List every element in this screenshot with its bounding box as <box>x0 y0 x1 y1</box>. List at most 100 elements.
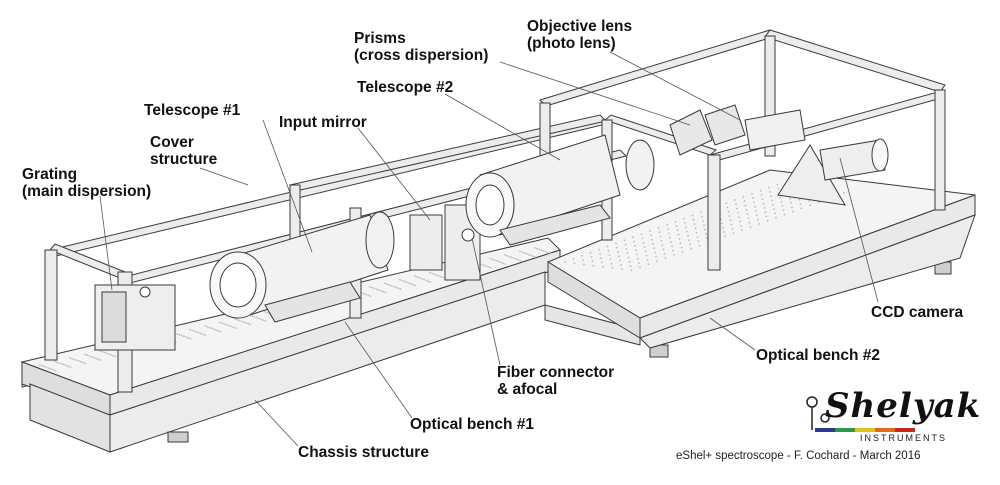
bench-hole <box>50 368 52 370</box>
bench-hole <box>80 361 82 363</box>
bench-hole <box>99 359 102 361</box>
bench-hole <box>90 355 93 358</box>
label-objective-lens: Objective lens (photo lens) <box>527 18 633 52</box>
bench-hole <box>817 201 820 204</box>
bench-hole <box>549 252 552 255</box>
bench-hole <box>668 232 670 235</box>
bench-hole <box>688 239 690 242</box>
bench-hole <box>107 353 110 355</box>
bench-hole <box>67 365 70 368</box>
bench-hole <box>609 258 612 261</box>
bench-hole <box>692 218 695 221</box>
bench-hole <box>547 251 550 254</box>
bench-hole <box>629 265 632 267</box>
bench-hole <box>690 247 692 250</box>
bench-hole <box>495 260 498 262</box>
bench-hole <box>663 252 666 255</box>
bench-hole <box>204 334 207 336</box>
bench-hole <box>808 200 810 202</box>
bench-hole <box>685 226 687 229</box>
bench-hole <box>741 229 743 232</box>
bench-hole <box>521 251 524 254</box>
logo-name: Shelyak <box>825 386 982 426</box>
bench-hole <box>200 332 202 335</box>
bench-hole <box>234 318 236 320</box>
bench-hole <box>534 247 536 249</box>
label-telescope-2: Telescope #2 <box>357 79 454 96</box>
bench-hole <box>756 214 758 217</box>
objective-lens <box>744 109 806 151</box>
bench-hole <box>749 226 752 228</box>
bench-hole <box>581 254 583 257</box>
label-fiber-connector: Fiber connector & afocal <box>497 364 615 398</box>
bench-hole <box>429 281 432 283</box>
bench-hole <box>399 288 402 290</box>
bench-hole <box>427 280 430 282</box>
bench-hole <box>799 203 802 206</box>
label-optical-bench-1: Optical bench #1 <box>410 416 535 433</box>
bench-hole <box>640 233 643 236</box>
bench-hole <box>251 315 254 317</box>
telescope-2 <box>465 134 655 246</box>
bench-hole <box>485 265 487 267</box>
bench-hole <box>208 326 211 329</box>
bench-hole <box>480 263 483 266</box>
bench-hole <box>367 294 370 297</box>
bench-hole <box>523 252 526 254</box>
bench-hole <box>653 247 655 250</box>
bench-hole <box>650 234 652 237</box>
bench-hole <box>407 282 410 284</box>
bench-hole <box>92 356 95 359</box>
bench-hole <box>591 260 594 263</box>
bench-hole <box>191 329 194 332</box>
bench-hole <box>227 324 230 327</box>
bench-hole <box>592 264 595 267</box>
bench-hole <box>773 208 775 211</box>
bench-hole <box>791 206 793 209</box>
bench-hole <box>766 219 769 222</box>
bench-hole <box>706 237 708 240</box>
bench-hole <box>416 276 419 278</box>
bench-hole <box>634 244 636 247</box>
bench-hole <box>382 290 385 293</box>
bench-hole <box>636 253 638 256</box>
bench-hole <box>384 291 387 294</box>
bench-hole <box>643 246 646 248</box>
bench-hole <box>189 337 192 340</box>
bench-hole <box>202 333 205 336</box>
bench-hole <box>362 292 365 295</box>
bench-hole <box>60 362 63 365</box>
bench-hole <box>253 316 256 318</box>
bench-hole <box>502 262 505 265</box>
bench-hole <box>740 224 742 227</box>
bench-hole <box>626 252 629 255</box>
bench-hole <box>694 227 697 230</box>
bench-hole <box>225 323 228 326</box>
bench-hole <box>738 216 740 219</box>
bench-hole <box>678 238 681 240</box>
bench-hole <box>657 227 660 229</box>
bench-hole <box>654 251 656 254</box>
bench-hole <box>641 237 644 240</box>
bench-hole <box>730 223 733 226</box>
bench-hole <box>193 330 196 332</box>
bench-hole <box>693 223 696 226</box>
leader-lines <box>99 51 879 447</box>
bench-hole <box>781 205 784 207</box>
bench-hole <box>601 261 603 264</box>
bench-hole <box>412 283 415 286</box>
bench-hole <box>41 364 44 367</box>
bench-hole <box>647 263 650 266</box>
bench-hole <box>669 236 671 239</box>
bench-hole <box>635 249 637 252</box>
bench-hole <box>365 293 367 296</box>
bench-hole <box>232 326 235 329</box>
bench-hole <box>538 248 541 251</box>
bench-hole <box>697 240 700 243</box>
bench-hole <box>633 240 635 243</box>
bench-hole <box>489 257 491 260</box>
credit-line: eShel+ spectroscope - F. Cochard - March… <box>676 450 921 462</box>
bench-hole <box>753 201 755 204</box>
bench-hole <box>645 254 648 257</box>
bench-hole <box>652 243 654 245</box>
